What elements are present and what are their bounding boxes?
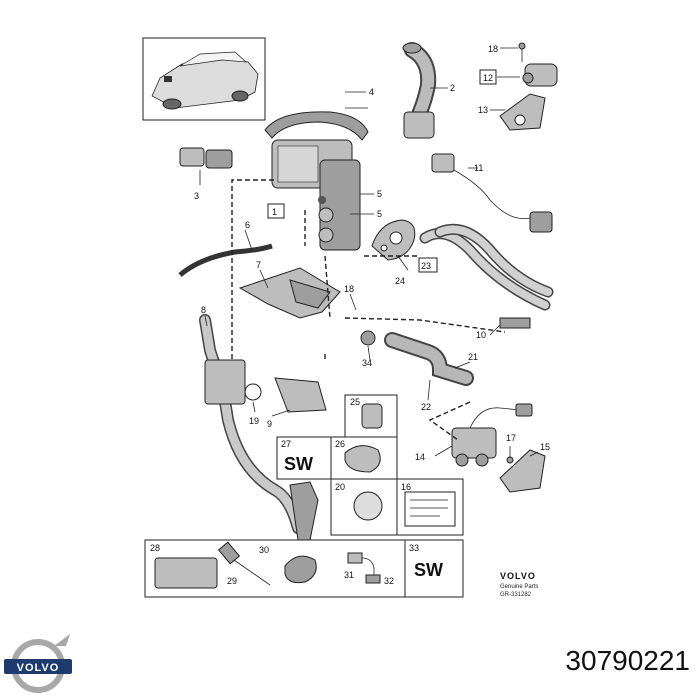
sw-label: SW bbox=[284, 454, 313, 474]
callout: 23 bbox=[421, 261, 431, 271]
callout-labels: 1 2 3 4 5 5 6 7 8 9 10 11 12 13 14 15 16… bbox=[150, 44, 550, 586]
hose-8 bbox=[199, 314, 319, 541]
callout: 10 bbox=[476, 330, 486, 340]
hose-6 bbox=[178, 243, 273, 277]
callout: 24 bbox=[395, 276, 405, 286]
hose-22 bbox=[360, 330, 474, 386]
footer-logo-text: VOLVO bbox=[17, 662, 60, 674]
callout: 22 bbox=[421, 402, 431, 412]
valve-14 bbox=[451, 403, 546, 493]
callout: 32 bbox=[384, 576, 394, 586]
callout: 18 bbox=[488, 44, 498, 54]
diagram-logo: VOLVO bbox=[500, 571, 536, 581]
callout: 4 bbox=[369, 87, 374, 97]
callout: 30 bbox=[259, 545, 269, 555]
bracket-7 bbox=[238, 267, 341, 319]
connector-3 bbox=[179, 147, 233, 185]
callout: 26 bbox=[335, 439, 345, 449]
callout: 28 bbox=[150, 543, 160, 553]
callout: 13 bbox=[478, 105, 488, 115]
callout: 8 bbox=[201, 305, 206, 315]
callout: 19 bbox=[249, 416, 259, 426]
callout: 9 bbox=[267, 419, 272, 429]
callout: 17 bbox=[506, 433, 516, 443]
callout: 31 bbox=[344, 570, 354, 580]
callout: 29 bbox=[227, 576, 237, 586]
gasket-24 bbox=[371, 219, 416, 261]
cable-11 bbox=[431, 153, 553, 233]
sw-label: SW bbox=[414, 560, 443, 580]
genuine-parts: Genuine Parts bbox=[500, 584, 538, 590]
callout: 6 bbox=[245, 220, 250, 230]
car-thumbnail bbox=[142, 37, 266, 121]
callout: 33 bbox=[409, 543, 419, 553]
callout: 5 bbox=[377, 209, 382, 219]
leader-lines bbox=[204, 47, 539, 458]
volvo-logo: VOLVO bbox=[4, 634, 72, 693]
callout: 11 bbox=[474, 163, 483, 173]
callout: 15 bbox=[540, 442, 550, 452]
callout: 21 bbox=[468, 352, 478, 362]
callout: 14 bbox=[415, 452, 425, 462]
bracket-9 bbox=[244, 377, 327, 413]
coolant-hoses bbox=[419, 223, 554, 329]
callout: 20 bbox=[335, 482, 345, 492]
callout: 7 bbox=[256, 260, 261, 270]
callout: 18 bbox=[344, 284, 354, 294]
ref-code: GR-331282 bbox=[500, 592, 532, 598]
part-number: 30790221 bbox=[565, 645, 690, 676]
callout: 16 bbox=[401, 482, 411, 492]
callout: 1 bbox=[272, 207, 277, 217]
callout: 3 bbox=[194, 191, 199, 201]
callout: 27 bbox=[281, 439, 291, 449]
exhaust-pipe bbox=[402, 42, 437, 139]
callout: 25 bbox=[350, 397, 360, 407]
fuel-pump bbox=[499, 42, 558, 131]
inset-grid bbox=[144, 394, 464, 598]
callout: 34 bbox=[362, 358, 372, 368]
callout: 5 bbox=[377, 189, 382, 199]
heater-unit bbox=[264, 111, 369, 251]
callout: 12 bbox=[483, 73, 493, 83]
callout: 2 bbox=[450, 83, 455, 93]
